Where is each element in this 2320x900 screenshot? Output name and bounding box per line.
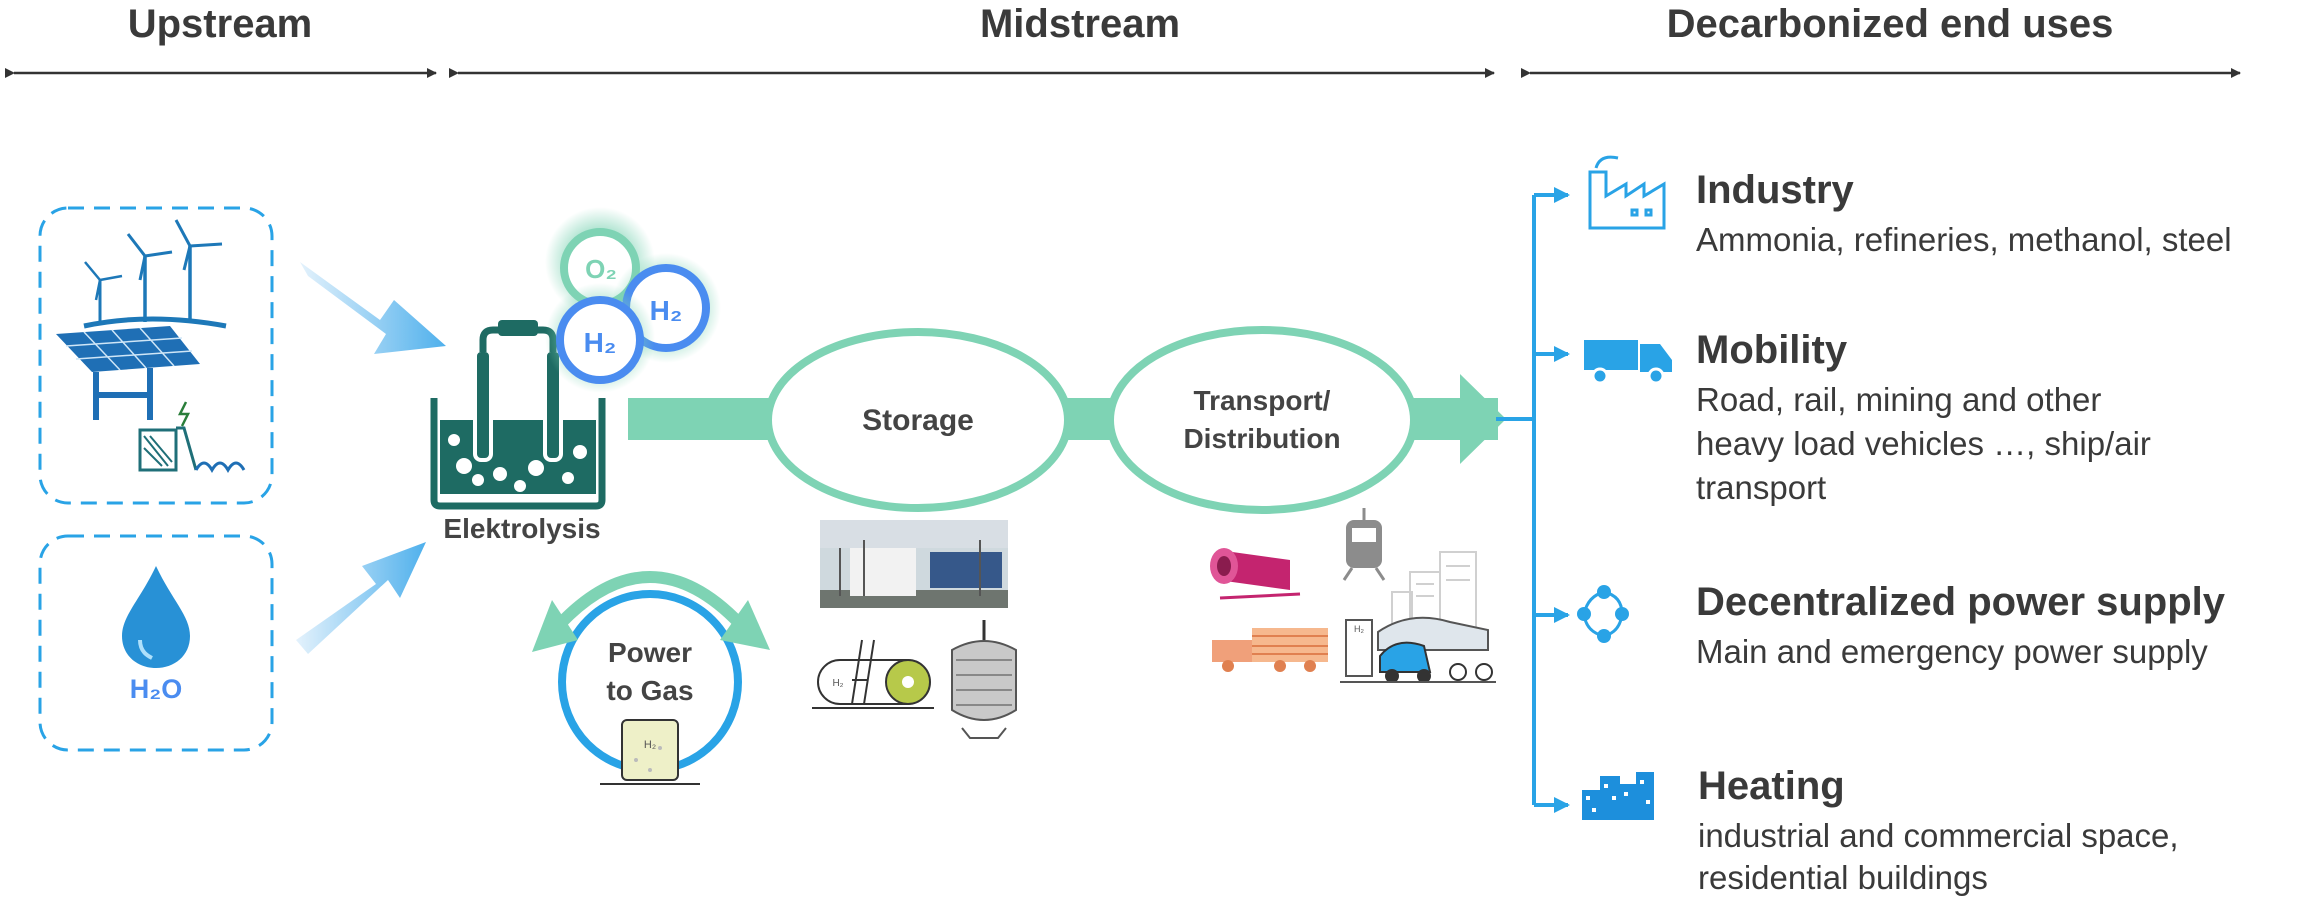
- pipeline-icon: [1210, 548, 1301, 600]
- end-use-mobility-desc-3: transport: [1696, 469, 1827, 506]
- tank-h2-mark: H₂: [644, 739, 656, 751]
- transport-label-line2: Distribution: [1183, 423, 1340, 454]
- storage-tank-h2-mark: H₂: [832, 678, 843, 689]
- input-arrows: [296, 262, 446, 654]
- solar-panel-icon: [56, 326, 200, 420]
- water-drop-icon: [122, 566, 190, 668]
- end-use-mobility-desc-1: Road, rail, mining and other: [1696, 381, 2102, 418]
- renewables-box: [38, 206, 274, 505]
- end-use-heating-desc-1: industrial and commercial space,: [1698, 817, 2179, 854]
- storage-node: [764, 328, 1072, 512]
- end-use-heating-desc-2: residential buildings: [1698, 859, 1988, 896]
- gas-bubbles-icon: [545, 207, 721, 393]
- transport-node: [1106, 326, 1418, 514]
- storage-tank-icon: [812, 639, 934, 709]
- water-arrow: [296, 542, 426, 654]
- station-h2-mark: H₂: [1354, 624, 1364, 634]
- h2-label-b: H₂: [584, 327, 617, 358]
- o2-label: O₂: [585, 254, 617, 284]
- hydro-dam-icon: [138, 401, 246, 474]
- truck-icon: [1584, 340, 1672, 385]
- end-use-mobility-title: Mobility: [1696, 328, 1848, 372]
- storage-photo: [820, 520, 1008, 608]
- wind-turbine-icon: [83, 219, 227, 329]
- header-upstream: Upstream: [127, 2, 313, 46]
- network-icon: [1577, 585, 1629, 643]
- water-box: [38, 534, 274, 752]
- city-skyline-icon: [1391, 551, 1477, 629]
- end-use-heating-title: Heating: [1698, 764, 1845, 808]
- timber-truck-icon: [1212, 628, 1328, 672]
- ptg-label-line2: to Gas: [606, 675, 693, 706]
- end-use-mobility-desc-2: heavy load vehicles …, ship/air: [1696, 425, 2151, 462]
- end-use-power-desc: Main and emergency power supply: [1696, 633, 2208, 670]
- storage-label: Storage: [862, 404, 974, 437]
- water-label: H₂O: [130, 674, 183, 704]
- power-to-gas-cycle: [532, 571, 770, 785]
- electrolyser-icon: [430, 320, 606, 510]
- transport-label-line1: Transport/: [1194, 385, 1331, 416]
- h2-mobility-icon: [1340, 616, 1496, 683]
- header-end-uses: Decarbonized end uses: [1666, 2, 2114, 46]
- factory-icon: [1588, 155, 1666, 230]
- train-icon: [1342, 508, 1386, 581]
- h2-label-a: H₂: [650, 295, 683, 326]
- gas-tank-icon: [600, 719, 700, 785]
- electrolysis-label: Elektrolysis: [443, 513, 600, 544]
- renewables-arrow: [300, 262, 446, 354]
- buildings-icon: [1582, 772, 1654, 820]
- end-use-power-title: Decentralized power supply: [1696, 580, 2226, 624]
- distribution-bus: [1496, 187, 1570, 813]
- pressure-vessel-icon: [951, 620, 1017, 739]
- end-use-industry-desc: Ammonia, refineries, methanol, steel: [1696, 221, 2232, 258]
- end-use-industry-title: Industry: [1696, 168, 1854, 212]
- header-midstream: Midstream: [979, 2, 1181, 46]
- ptg-label-line1: Power: [608, 637, 692, 668]
